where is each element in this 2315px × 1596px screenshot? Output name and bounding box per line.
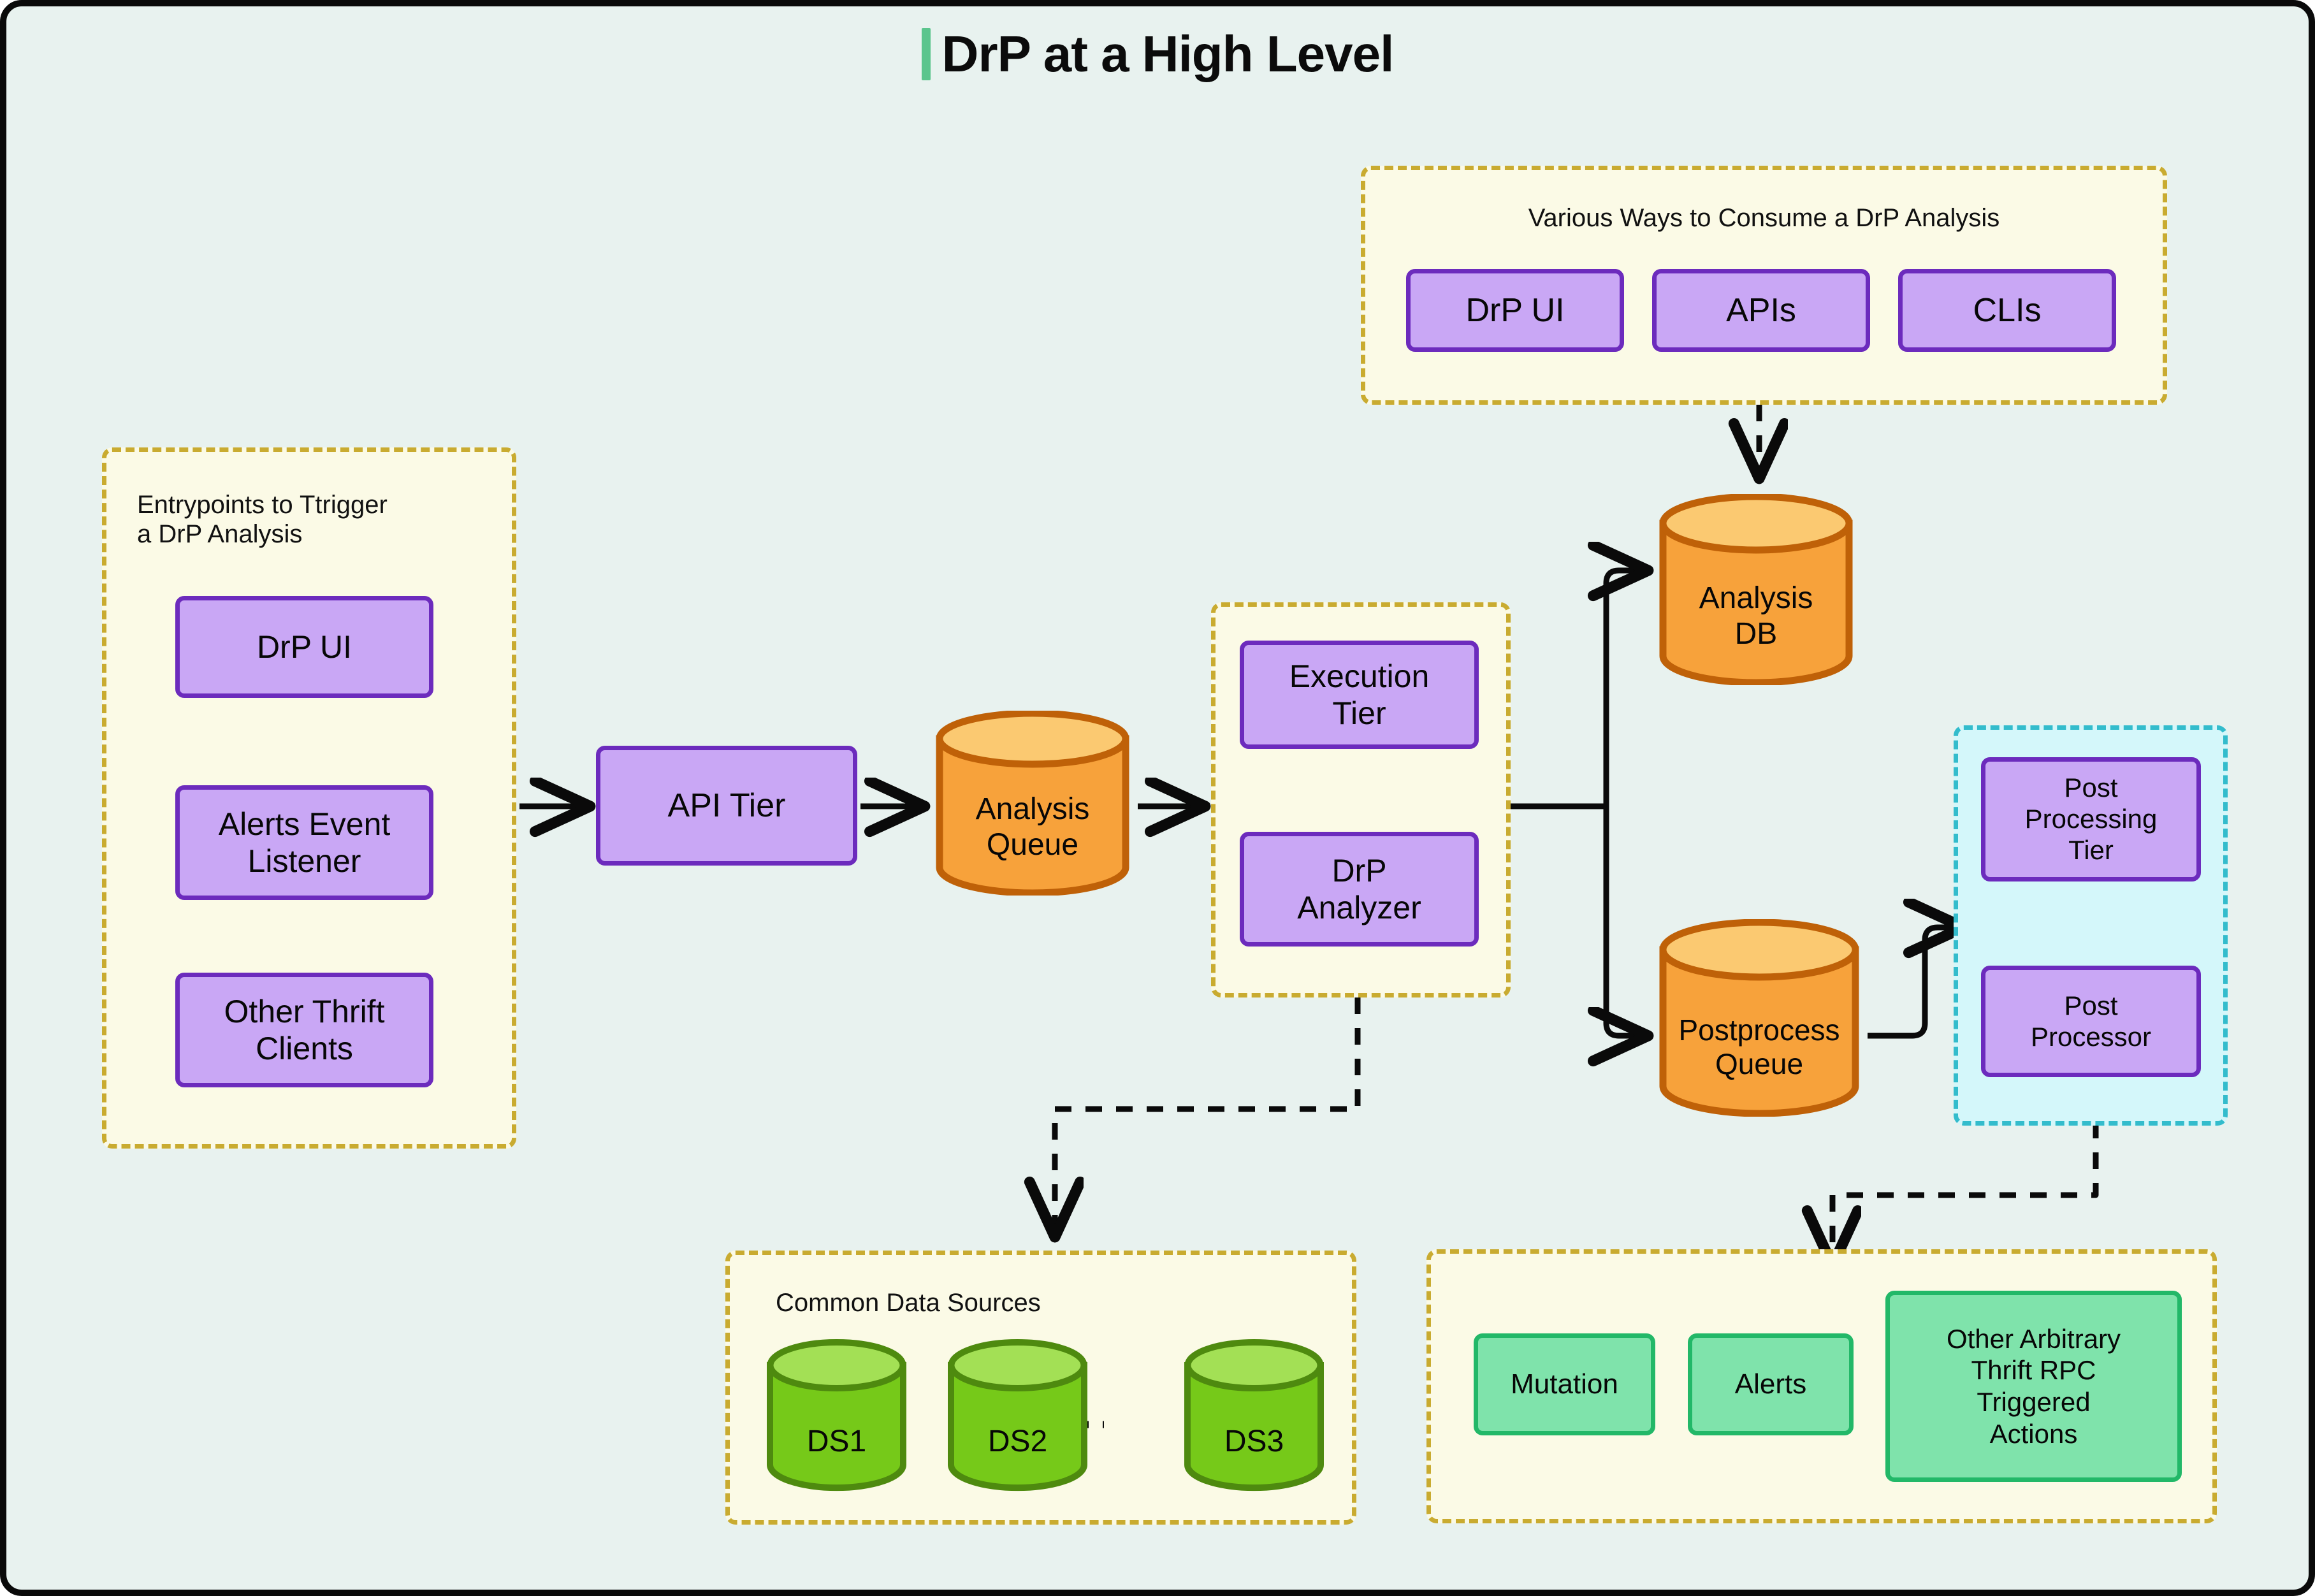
cylinder-shape xyxy=(1184,1339,1324,1491)
title-label: DrP at a High Level xyxy=(941,25,1395,82)
edge-postprocess-queue-to-postprocessing xyxy=(1868,927,1963,1039)
page-title: DrP at a High Level xyxy=(6,28,2309,80)
group-consume-title: Various Ways to Consume a DrP Analysis xyxy=(1528,204,2000,232)
node-analysis-db[interactable]: Analysis DB xyxy=(1657,494,1855,685)
group-entrypoints-title: Entrypoints to Ttrigger a DrP Analysis xyxy=(137,491,388,548)
cylinder-shape xyxy=(948,1339,1087,1491)
node-consume-apis[interactable]: APIs xyxy=(1652,269,1870,352)
edge-postprocessing-to-actions xyxy=(1832,1122,2099,1265)
node-analysis-queue[interactable]: Analysis Queue xyxy=(934,711,1131,896)
node-ds2[interactable]: DS2 xyxy=(946,1338,1089,1491)
cylinder-shape xyxy=(1659,919,1859,1117)
node-drp-analyzer[interactable]: DrP Analyzer xyxy=(1240,832,1479,947)
node-consume-clis[interactable]: CLIs xyxy=(1898,269,2116,352)
node-action-mutation[interactable]: Mutation xyxy=(1474,1333,1655,1435)
node-ds1[interactable]: DS1 xyxy=(765,1338,908,1491)
node-postprocess-queue[interactable]: Postprocess Queue xyxy=(1657,919,1861,1117)
edge-execution-to-data-sources xyxy=(1055,998,1361,1237)
node-entry-alerts-event-listener[interactable]: Alerts Event Listener xyxy=(175,785,433,900)
node-api-tier[interactable]: API Tier xyxy=(596,746,857,866)
edge-execution-to-analysis-db xyxy=(1606,570,1648,806)
cylinder-shape xyxy=(767,1339,906,1491)
node-execution-tier[interactable]: Execution Tier xyxy=(1240,641,1479,749)
node-post-processing-tier[interactable]: Post Processing Tier xyxy=(1981,757,2201,881)
cylinder-shape xyxy=(936,711,1129,896)
node-ds3[interactable]: DS3 xyxy=(1182,1338,1326,1491)
edge-execution-to-postprocess-queue xyxy=(1606,806,1648,1036)
node-entry-other-thrift-clients[interactable]: Other Thrift Clients xyxy=(175,973,433,1087)
node-entry-drp-ui[interactable]: DrP UI xyxy=(175,596,433,698)
node-action-other-rpc[interactable]: Other Arbitrary Thrift RPC Triggered Act… xyxy=(1885,1291,2182,1482)
node-action-alerts[interactable]: Alerts xyxy=(1688,1333,1854,1435)
node-consume-drp-ui[interactable]: DrP UI xyxy=(1406,269,1624,352)
group-data-sources-title: Common Data Sources xyxy=(776,1289,1041,1317)
cylinder-shape xyxy=(1659,494,1853,685)
title-accent-bar xyxy=(921,28,931,80)
node-post-processor[interactable]: Post Processor xyxy=(1981,966,2201,1077)
connector-layer xyxy=(519,405,2099,1596)
